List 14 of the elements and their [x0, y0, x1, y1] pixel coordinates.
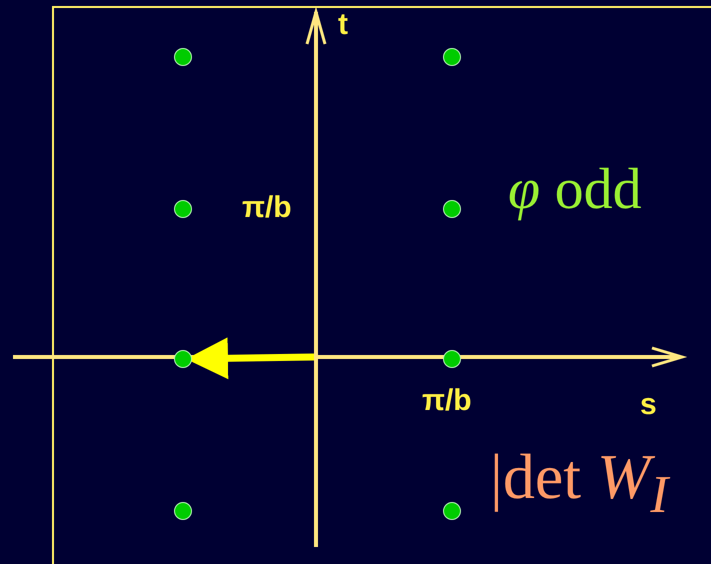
axis-label: s	[640, 390, 657, 420]
axis-label: t	[338, 10, 348, 40]
lattice-point	[174, 48, 192, 66]
lattice-point	[443, 350, 461, 368]
lattice-point	[443, 502, 461, 520]
lattice-point	[174, 200, 192, 218]
tick-label: π/b	[422, 386, 472, 416]
lattice-point	[174, 350, 192, 368]
annotation-text: φ odd	[508, 160, 642, 218]
lattice-point	[174, 502, 192, 520]
formula-text: |det W$_{I}$	[490, 445, 668, 522]
lattice-point	[443, 200, 461, 218]
tick-label: π/b	[242, 193, 292, 223]
lattice-point	[443, 48, 461, 66]
